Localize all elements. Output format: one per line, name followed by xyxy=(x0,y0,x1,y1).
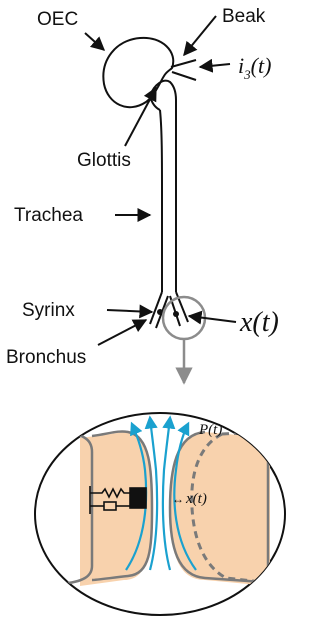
i3-argument: (t) xyxy=(251,53,272,78)
i3-label: i3(t) xyxy=(238,53,271,82)
oec-cavity-outline xyxy=(103,38,173,107)
x-inset-label: x(t) xyxy=(185,491,207,507)
trachea-label: Trachea xyxy=(14,205,83,226)
bronchus-label: Bronchus xyxy=(6,347,86,368)
oec-label: OEC xyxy=(37,9,78,30)
bronchus-arrow xyxy=(98,320,146,345)
right-labium-tissue xyxy=(170,432,270,586)
oec-arrow xyxy=(85,33,104,50)
i3-arrow xyxy=(200,64,230,67)
glottis-shape xyxy=(150,81,176,110)
syrinx-right-labium xyxy=(173,311,179,317)
beak-arrow xyxy=(184,16,216,55)
glottis-label: Glottis xyxy=(77,150,131,171)
beak-label: Beak xyxy=(222,6,266,27)
syrinx-label: Syrinx xyxy=(22,300,75,321)
x-main-arrow xyxy=(189,316,236,322)
glottis-arrow xyxy=(125,88,156,146)
p-inset-label: P(t) xyxy=(198,422,222,438)
syrinx-arrow xyxy=(107,310,152,312)
mass-block xyxy=(130,488,146,508)
beak-upper xyxy=(171,60,196,67)
beak-lower xyxy=(172,72,196,80)
double-arrow-icon: ↔ xyxy=(172,492,184,506)
x-main-label: x(t) xyxy=(239,307,279,338)
trachea-left-wall xyxy=(160,110,162,292)
